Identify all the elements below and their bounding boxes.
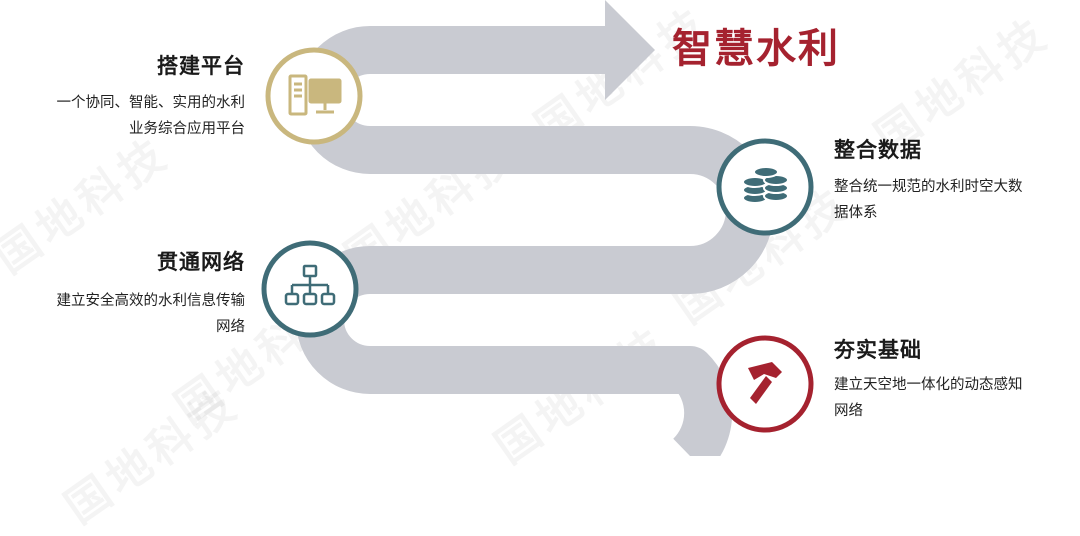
diagram-canvas: 国地科技 国地科技 国地科技 国地科技 国地科技 国地科技 国地科技 国地科技 [0,0,1059,534]
step-desc-data: 整合统一规范的水利时空大数 据体系 [834,174,1023,226]
arrow-head [605,0,655,100]
hammer-icon [748,362,782,404]
step-circle-network [261,240,359,338]
step-title-platform: 搭建平台 [157,54,245,78]
desc-line: 据体系 [834,205,878,221]
step-title-foundation: 夯实基础 [834,338,922,362]
desc-line: 一个协同、智能、实用的水利 [56,95,246,111]
step-title-data: 整合数据 [834,138,922,162]
serpentine-path [261,0,814,456]
desc-line: 业务综合应用平台 [129,121,245,137]
step-circle-foundation [716,335,814,433]
network-icon [284,264,336,306]
database-icon [742,166,789,204]
computer-icon [288,74,342,116]
desc-line: 建立天空地一体化的动态感知 [834,377,1023,393]
step-desc-network: 建立安全高效的水利信息传输 网络 [57,288,246,340]
desc-line: 整合统一规范的水利时空大数 [834,179,1023,195]
step-desc-platform: 一个协同、智能、实用的水利 业务综合应用平台 [57,90,246,142]
desc-line: 网络 [834,403,863,419]
path-band [296,26,774,456]
desc-line: 建立安全高效的水利信息传输 [56,293,246,309]
diagram-title: 智慧水利 [672,26,840,72]
desc-line: 网络 [216,319,245,335]
step-circle-platform [265,47,363,145]
step-circle-data [716,138,814,236]
step-desc-foundation: 建立天空地一体化的动态感知 网络 [834,372,1023,424]
step-title-network: 贯通网络 [157,250,245,274]
